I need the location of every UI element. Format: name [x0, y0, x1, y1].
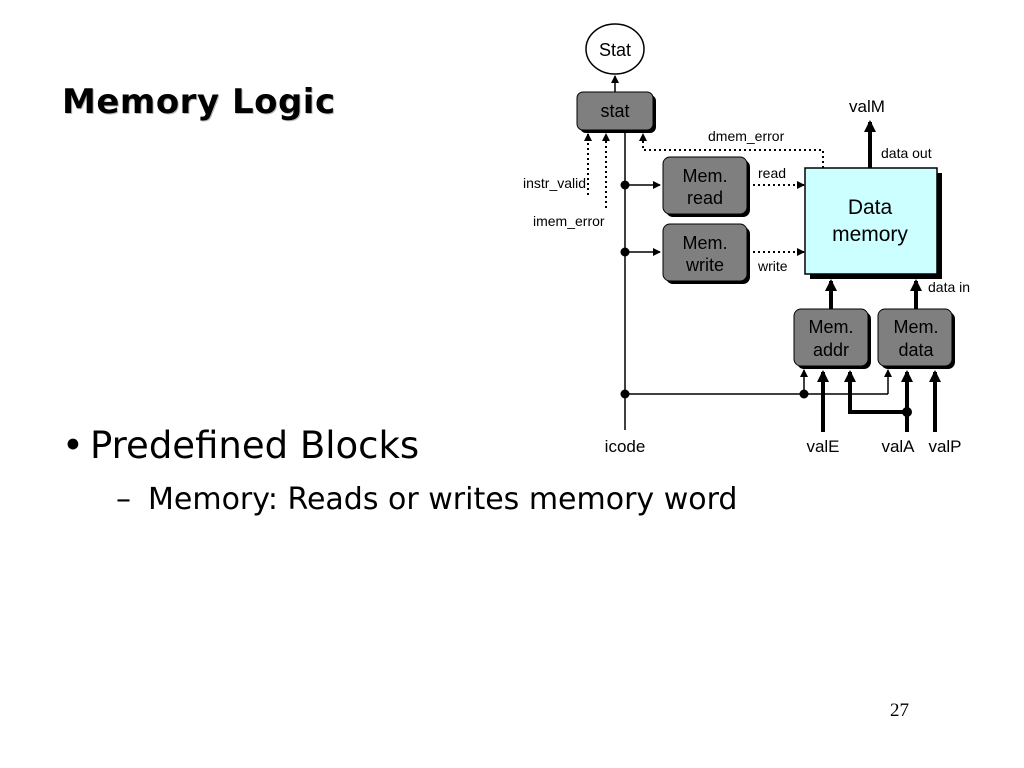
- data-memory-line2: memory: [832, 223, 908, 246]
- data-in-label: data in: [928, 279, 970, 295]
- junction-dot: [902, 407, 912, 417]
- read-label: read: [758, 165, 786, 181]
- dmem-error-label: dmem_error: [708, 128, 785, 144]
- stat-output-node: Stat: [585, 23, 645, 75]
- mem-write-line1: Mem.: [683, 233, 728, 253]
- mem-read-line1: Mem.: [683, 166, 728, 186]
- mem-write-block: Mem. write: [662, 223, 750, 284]
- stat-output-label: Stat: [599, 40, 631, 60]
- mem-addr-line2: addr: [813, 340, 849, 360]
- data-out-label: data out: [881, 145, 932, 161]
- valE-label: valE: [806, 437, 839, 456]
- stat-block: stat: [576, 91, 656, 133]
- write-label: write: [757, 258, 788, 274]
- valP-label: valP: [928, 437, 961, 456]
- mem-read-block: Mem. read: [662, 156, 750, 217]
- instr-valid-label: instr_valid: [523, 175, 586, 191]
- valA-to-addr-wire: [848, 372, 909, 432]
- bullet-dot: •: [62, 424, 84, 467]
- mem-write-line2: write: [685, 255, 724, 275]
- sub-bullet-text: Memory: Reads or writes memory word: [148, 482, 738, 517]
- sub-bullet-dash: –: [116, 482, 131, 517]
- imem-error-label: imem_error: [533, 213, 605, 229]
- bullet-text: Predefined Blocks: [90, 424, 420, 467]
- valA-label: valA: [881, 437, 915, 456]
- dmem-error-wire: [639, 133, 824, 168]
- mem-data-block: Mem. data: [877, 308, 955, 369]
- valM-label: valM: [849, 97, 885, 116]
- mem-addr-block: Mem. addr: [793, 308, 871, 369]
- data-memory-line1: Data: [848, 196, 893, 219]
- bullet-item: •Predefined Blocks: [62, 424, 419, 467]
- mem-data-line1: Mem.: [894, 317, 939, 337]
- icode-label: icode: [605, 437, 646, 456]
- page-number: 27: [890, 700, 909, 721]
- mem-read-line2: read: [687, 188, 723, 208]
- sub-bullet-item: –Memory: Reads or writes memory word: [116, 482, 737, 517]
- mem-data-line2: data: [898, 340, 934, 360]
- data-memory-block: Data memory: [804, 167, 942, 279]
- mem-addr-line1: Mem.: [809, 317, 854, 337]
- stat-block-label: stat: [600, 101, 629, 121]
- slide-title: Memory Logic: [62, 82, 336, 122]
